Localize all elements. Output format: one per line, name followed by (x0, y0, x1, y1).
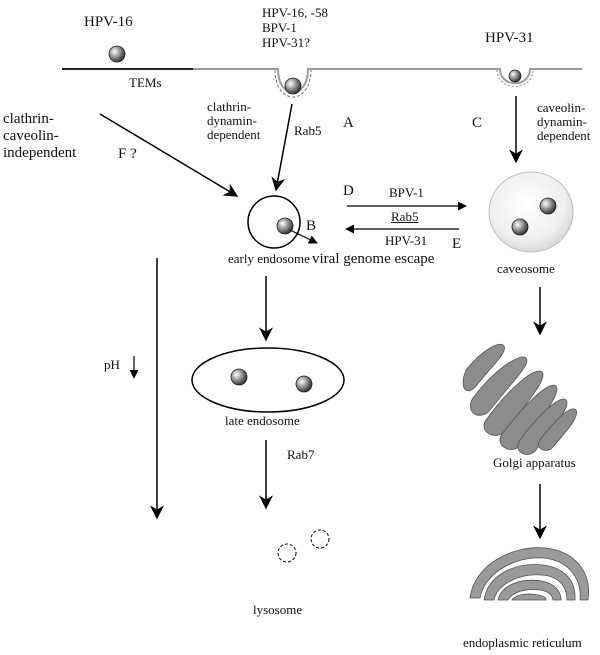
label-route-c: C (472, 115, 483, 131)
label-late-endosome: late endosome (225, 413, 300, 428)
early-endosome (247, 195, 301, 249)
caveola-coat (496, 69, 534, 87)
label-route-b: B (306, 218, 317, 234)
label-route-f: F ? (118, 146, 137, 162)
label-hpv31-arrow: HPV-31 (385, 233, 428, 248)
label-lysosome: lysosome (253, 602, 303, 617)
late-endosome (191, 347, 345, 413)
label-viral-genome-escape: viral genome escape (312, 251, 435, 267)
label-hpv16-58: HPV-16, -58 (262, 5, 328, 20)
lysosome-vesicle-2 (310, 529, 330, 549)
arrow-a-clathrin-to-early-endosome (271, 103, 293, 192)
label-endoplasmic-reticulum: endoplasmic reticulum (463, 635, 582, 650)
lysosome-vesicle-1 (277, 543, 297, 563)
virus-particle-clathrin-pit (284, 77, 302, 95)
label-route-d: D (343, 183, 354, 199)
arrow-f-clathrin-caveolin-independent (99, 113, 239, 197)
label-clathrin-caveolin-independent: clathrin- caveolin- independent (3, 111, 77, 161)
label-bpv1-arrow: BPV-1 (389, 185, 424, 200)
arrow-b-genome-escape (289, 229, 318, 244)
clathrin-coated-pit (274, 69, 312, 98)
label-rab5-top: Rab5 (294, 123, 322, 138)
endoplasmic-reticulum (469, 547, 589, 601)
label-early-endosome: early endosome (228, 251, 310, 266)
label-caveolin-dynamin-dependent: caveolin- dynamin- dependent (537, 100, 591, 143)
label-route-a: A (343, 115, 354, 131)
virus-particle-caveosome-1 (511, 218, 529, 236)
label-rab7: Rab7 (287, 447, 315, 462)
virus-particle-hpv16 (108, 45, 126, 63)
label-golgi-apparatus: Golgi apparatus (493, 455, 576, 470)
label-ph: pH (104, 357, 120, 372)
golgi-apparatus (462, 344, 578, 455)
label-clathrin-dynamin-dependent: clathrin- dynamin- dependent (207, 99, 261, 142)
label-bpv1-top: BPV-1 (262, 20, 297, 35)
label-hpv31: HPV-31 (485, 30, 534, 46)
caveosome (488, 171, 574, 253)
virus-particle-caveola (508, 69, 522, 83)
virus-particle-late-endosome-2 (295, 375, 313, 393)
virus-particle-caveosome-2 (539, 197, 557, 215)
label-route-e: E (452, 236, 462, 252)
virus-particle-early-endosome (276, 217, 294, 235)
label-hpv31-question: HPV-31? (262, 35, 310, 50)
virus-particle-late-endosome-1 (230, 368, 248, 386)
label-rab5-mid: Rab5 (391, 209, 419, 224)
label-tems: TEMs (129, 75, 162, 90)
label-caveosome: caveosome (497, 261, 555, 276)
plasma-membrane (193, 68, 582, 94)
label-hpv16: HPV-16 (84, 14, 133, 30)
